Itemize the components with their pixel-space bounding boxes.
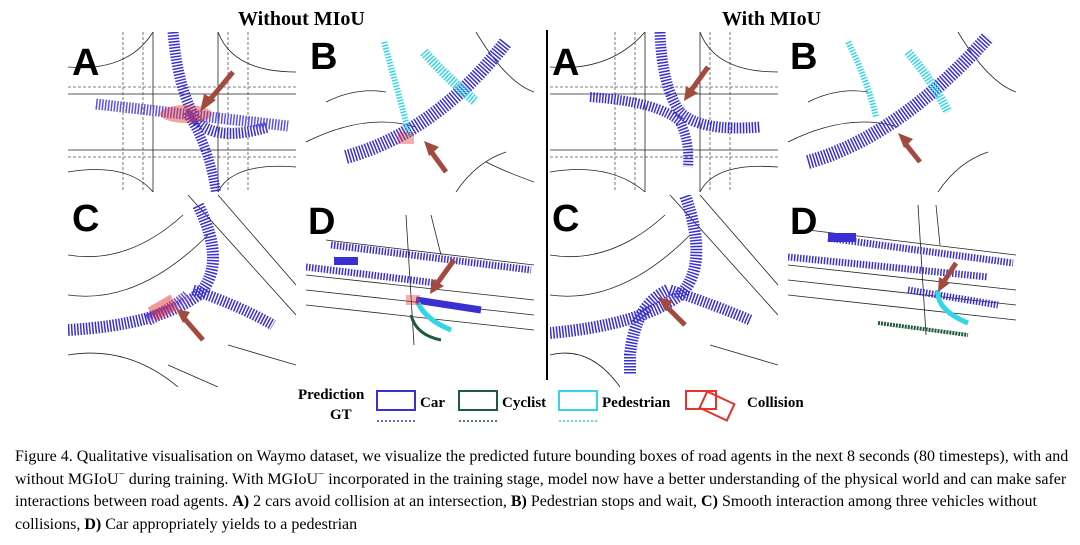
car-track	[624, 284, 671, 375]
car-track	[550, 195, 703, 339]
scene-right-b	[788, 32, 1016, 192]
indicator-arrowhead	[938, 277, 950, 292]
legend-pedestrian-label: Pedestrian	[602, 395, 671, 411]
pedestrian-track	[904, 49, 953, 115]
collision-zone	[406, 295, 420, 305]
indicator-arrow	[206, 70, 235, 104]
car-track	[191, 284, 276, 330]
caption-key-b: B)	[510, 493, 527, 510]
collision-zone	[398, 132, 414, 144]
panel-label: A	[552, 42, 580, 84]
car-track	[415, 296, 482, 314]
car-box	[828, 233, 856, 242]
scene-left-a	[68, 32, 296, 192]
panel-label: D	[790, 201, 818, 243]
cyclist-track	[877, 321, 969, 337]
indicator-arrow	[687, 65, 711, 94]
legend-pedestrian-swatch	[558, 390, 598, 422]
scene-left-c	[68, 195, 296, 387]
figure-caption: Figure 4. Qualitative visualisation on W…	[15, 446, 1070, 536]
cyclist-track	[409, 314, 442, 342]
indicator-arrowhead	[200, 94, 216, 112]
car-track	[806, 32, 994, 169]
indicator-arrowhead	[424, 141, 439, 156]
comparison-divider	[546, 30, 548, 380]
indicator-arrowhead	[898, 133, 913, 148]
indicator-arrow	[663, 303, 687, 327]
panel-right-c: C	[550, 195, 778, 387]
legend-car-swatch	[376, 390, 416, 422]
caption-superscript: −	[118, 468, 125, 481]
panel-label: B	[790, 36, 818, 78]
panel-left-d: D	[306, 195, 534, 365]
legend-cyclist-label: Cyclist	[502, 395, 547, 411]
caption-text-a: 2 cars avoid collision at an intersectio…	[249, 493, 511, 510]
car-track	[788, 253, 989, 281]
caption-key-d: D)	[84, 515, 102, 533]
indicator-arrow	[902, 140, 922, 164]
panel-label: A	[72, 42, 100, 84]
panel-right-d: D	[788, 195, 1016, 365]
pedestrian-track	[420, 48, 480, 106]
panel-left-a: A	[68, 32, 296, 192]
indicator-arrow	[427, 148, 449, 174]
car-track	[668, 284, 753, 326]
legend-prediction-label: Prediction	[298, 387, 365, 403]
panel-left-c: C	[68, 195, 296, 387]
car-track	[827, 234, 1014, 267]
caption-key-a: A)	[232, 493, 250, 510]
legend-cyclist-swatch	[458, 390, 498, 422]
legend-collision-icon	[685, 390, 736, 422]
car-track	[654, 32, 761, 134]
scene-left-d	[306, 214, 534, 346]
legend: Prediction GT Car Cyclist Pedestrian Col…	[296, 385, 836, 431]
indicator-arrow	[940, 261, 959, 285]
heading-without-miou: Without MIoU	[238, 8, 365, 30]
car-track	[181, 109, 221, 192]
car-track	[95, 98, 289, 132]
caption-superscript: −	[318, 468, 325, 481]
indicator-arrowhead	[176, 309, 190, 323]
car-box	[334, 257, 358, 265]
car-track	[589, 92, 694, 168]
panel-right-b: B	[788, 32, 1016, 192]
legend-collision-label: Collision	[747, 395, 804, 411]
indicator-arrow	[433, 258, 457, 287]
indicator-arrowhead	[430, 279, 444, 294]
scene-right-a	[550, 32, 778, 192]
caption-key-c: C)	[701, 493, 718, 510]
caption-text-b: Pedestrian stops and wait,	[526, 493, 702, 510]
pedestrian-track	[415, 301, 452, 333]
panel-label: D	[308, 201, 336, 243]
scene-right-c	[550, 195, 778, 387]
panel-label: B	[310, 36, 338, 78]
pedestrian-track	[935, 289, 969, 326]
indicator-arrow	[181, 315, 205, 342]
panel-label: C	[552, 198, 580, 240]
indicator-arrowhead	[684, 86, 698, 101]
panel-right-a: A	[550, 32, 778, 192]
car-track	[907, 286, 999, 309]
car-track	[167, 32, 270, 139]
collision-zone	[147, 294, 179, 322]
caption-text: during training. With MGIoU	[124, 470, 319, 488]
scene-left-b	[306, 32, 534, 192]
legend-car-label: Car	[420, 395, 445, 411]
caption-text-c: Smooth interaction among three vehicles …	[15, 493, 1037, 533]
indicator-arrowhead	[658, 297, 673, 311]
panel-left-b: B	[306, 32, 534, 192]
pedestrian-track	[381, 41, 413, 138]
caption-lead: Figure 4. Qualitative visualisation on W…	[15, 448, 1069, 488]
panel-label: C	[72, 198, 100, 240]
caption-text: incorporated in the training stage, mode…	[15, 470, 1067, 511]
car-track	[306, 263, 437, 287]
pedestrian-track	[845, 40, 879, 118]
caption-text-d: Car appropriately yields to a pedestrian	[101, 515, 358, 533]
collision-zone	[160, 105, 212, 123]
heading-with-miou: With MIoU	[722, 8, 822, 30]
scene-right-d	[788, 204, 1016, 337]
car-track	[330, 241, 532, 274]
legend-gt-label: GT	[330, 407, 352, 423]
